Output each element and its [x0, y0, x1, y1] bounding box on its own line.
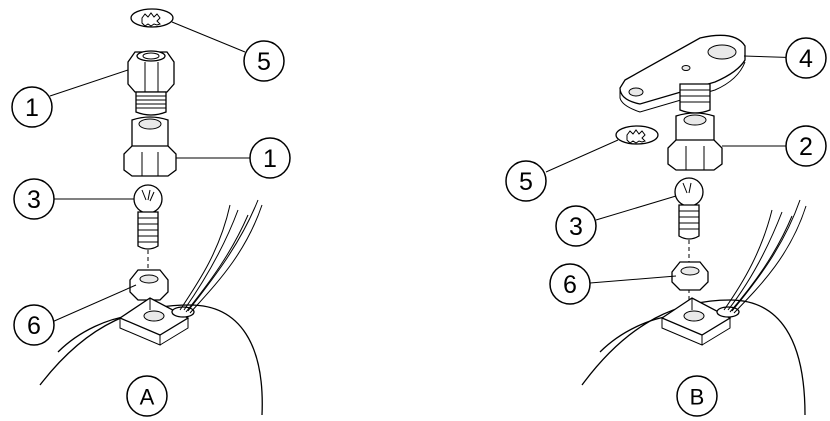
- b-wires: [723, 199, 807, 314]
- callout-b-6: 6: [549, 263, 591, 305]
- b-bracket-thread: [679, 83, 711, 114]
- a-hex-nut: [129, 269, 169, 301]
- b-fitting: [667, 112, 723, 171]
- a-upper-fitting: [127, 50, 175, 116]
- callout-b-4: 4: [785, 37, 827, 79]
- a-lower-fitting: [123, 116, 177, 177]
- panel-label-text: A: [140, 385, 155, 410]
- callout-label: 1: [263, 145, 277, 173]
- b-hex-nut: [671, 261, 709, 291]
- callout-label: 6: [563, 271, 577, 299]
- callout-label: 6: [27, 312, 41, 340]
- panel-b: [545, 34, 807, 416]
- a-lock-washer: [130, 8, 174, 28]
- callout-b-3: 3: [555, 205, 597, 247]
- a-leader-lines: [49, 21, 250, 323]
- panel-label-text: B: [690, 385, 705, 410]
- a-wires: [179, 199, 263, 314]
- callout-b-2: 2: [785, 125, 827, 167]
- callout-b-5: 5: [505, 160, 547, 202]
- panel-label-b: B: [676, 375, 718, 417]
- callout-a-1-lower: 1: [249, 137, 291, 179]
- callout-a-6: 6: [13, 304, 55, 346]
- b-bracket: [619, 34, 746, 113]
- callout-a-5: 5: [243, 40, 285, 82]
- callout-label: 3: [27, 186, 41, 214]
- b-lock-washer: [615, 125, 659, 145]
- a-housing: [39, 297, 263, 416]
- callout-a-3: 3: [13, 178, 55, 220]
- callout-label: 4: [799, 45, 813, 73]
- callout-label: 2: [799, 133, 813, 161]
- callout-label: 5: [519, 168, 533, 196]
- b-ball-stud: [674, 177, 704, 240]
- callout-label: 5: [257, 48, 271, 76]
- callout-label: 1: [25, 94, 39, 122]
- callout-label: 3: [569, 213, 583, 241]
- a-ball-stud: [133, 184, 163, 250]
- panel-a: [39, 8, 263, 416]
- callout-a-1-upper: 1: [11, 86, 53, 128]
- panel-label-a: A: [126, 375, 168, 417]
